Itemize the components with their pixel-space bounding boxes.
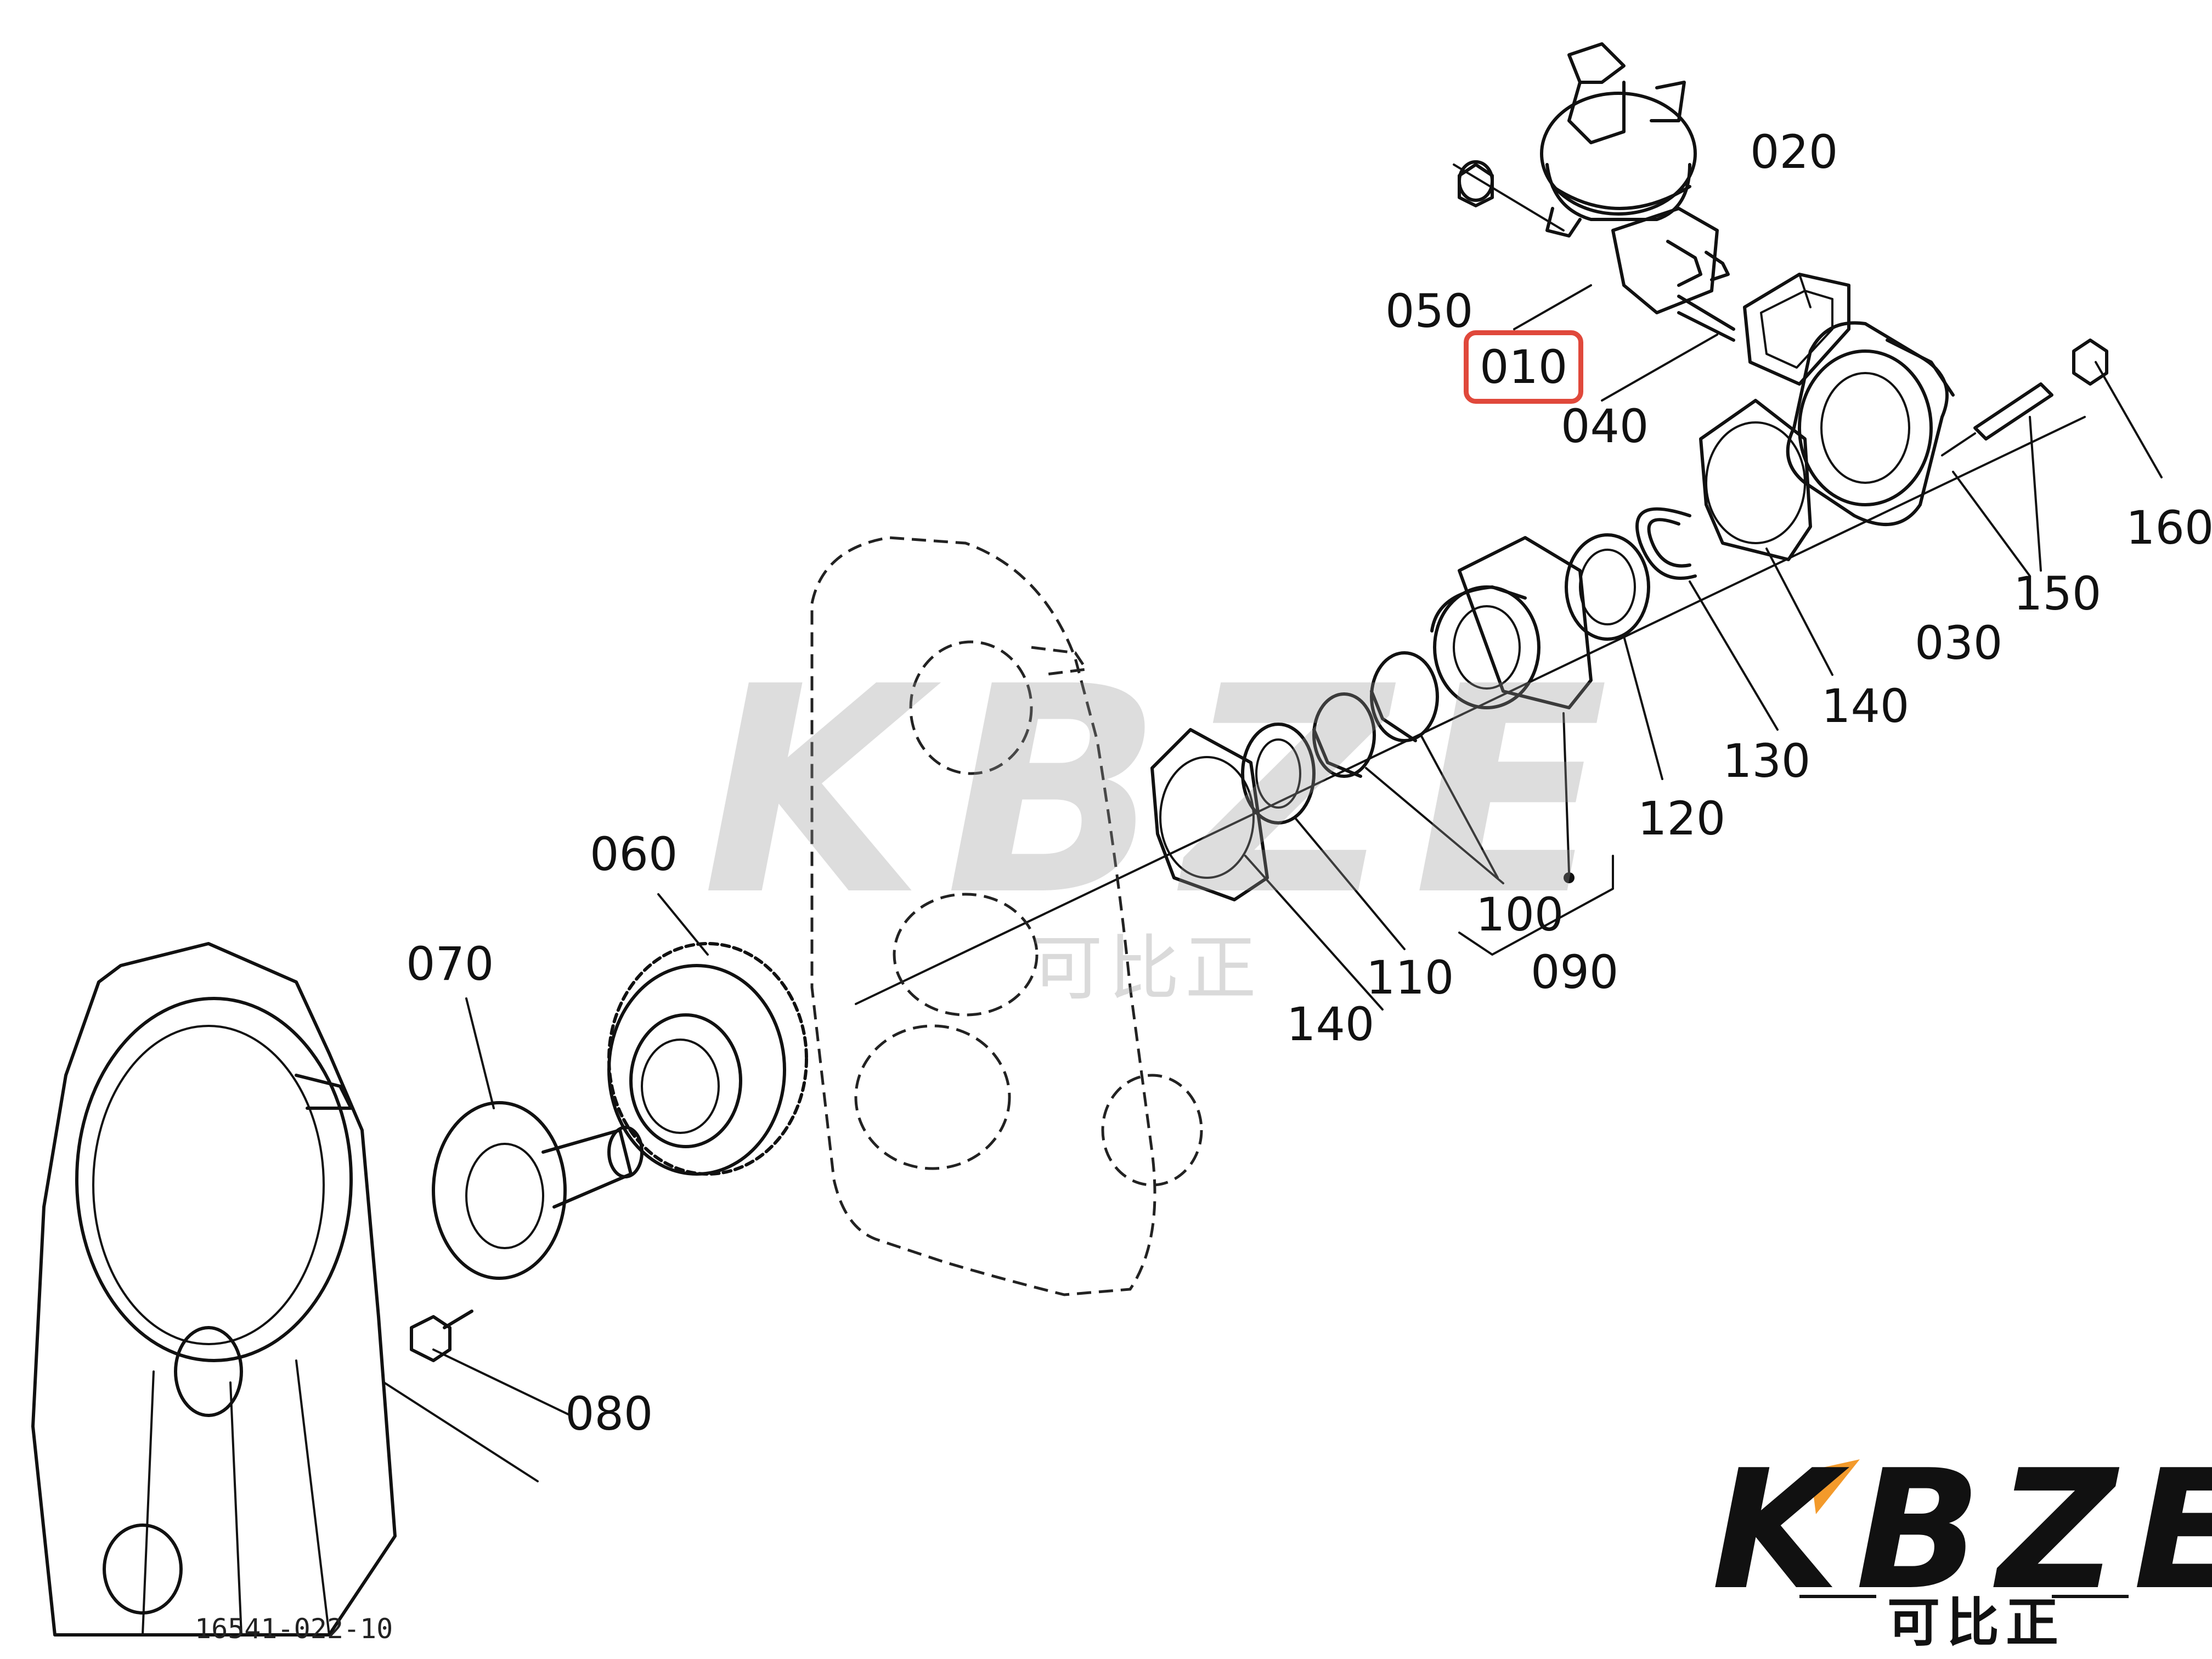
part-140-gasket-left [1150, 728, 1269, 901]
part-label-050: 050 [1385, 284, 1474, 338]
part-130-snap-ring [1635, 507, 1697, 580]
leader-lines [465, 273, 2042, 1109]
part-030-housing [1786, 321, 1955, 526]
part-label-100: 100 [1476, 888, 1564, 941]
part-150-stud [1941, 382, 2053, 456]
part-label-070: 070 [406, 937, 494, 991]
diagram-code: 16541-022-10 [195, 1613, 393, 1645]
kbze-logo-subtext: 可比正 [1887, 1592, 2065, 1654]
part-label-140-right: 140 [1821, 679, 1910, 733]
part-label-030: 030 [1915, 616, 2003, 670]
part-060-gear [607, 942, 808, 1176]
part-100-bushings [1312, 651, 1439, 778]
part-070-flange [432, 1101, 644, 1280]
part-label-010-highlighted: 010 [1464, 330, 1584, 404]
part-050-nut [1453, 160, 1565, 232]
part-140-gasket-right [1699, 399, 1812, 561]
part-label-020: 020 [1750, 125, 1838, 179]
part-160-nut [2072, 338, 2163, 478]
part-label-150: 150 [2013, 567, 2102, 620]
part-label-130: 130 [1723, 734, 1811, 788]
part-label-090: 090 [1531, 945, 1619, 999]
part-110-washer [1241, 723, 1316, 825]
part-090-bearing-housing [1430, 536, 1593, 709]
engine-housing-left [31, 942, 539, 1637]
part-label-110: 110 [1366, 951, 1454, 1005]
kbze-logo: KBZE [1712, 1435, 2212, 1626]
part-label-080: 080 [565, 1387, 653, 1441]
part-label-140-left: 140 [1286, 997, 1375, 1051]
part-label-040: 040 [1561, 399, 1649, 453]
part-label-060: 060 [590, 827, 678, 881]
part-label-160: 160 [2126, 501, 2212, 555]
part-080-bolt [410, 1310, 572, 1417]
assembly-axis [855, 416, 2086, 1005]
watermark-logo: KBZE [702, 625, 1630, 958]
fuel-pump-drawing [1540, 42, 1735, 342]
watermark-subtext: 可比正 [1031, 927, 1262, 1010]
part-label-120: 120 [1638, 792, 1726, 845]
gear-case-outline [810, 536, 1203, 1296]
